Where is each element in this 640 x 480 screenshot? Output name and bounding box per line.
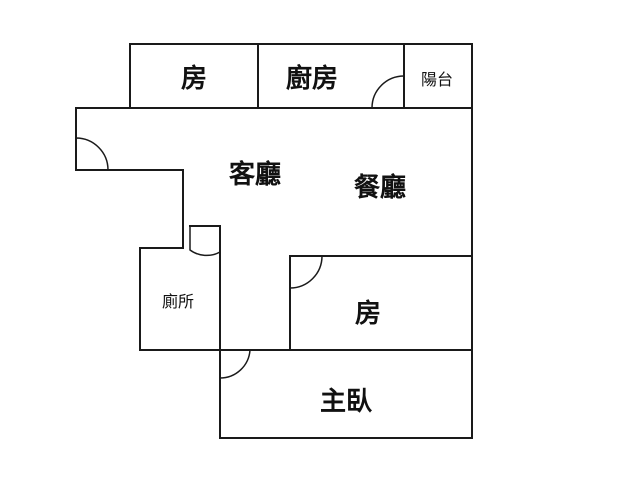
living-outline-west (75, 107, 221, 351)
room-label-bathroom: 廁所 (162, 292, 194, 311)
room-label-kitchen: 廚房 (286, 63, 338, 94)
room-label-dining-room: 餐廳 (354, 172, 406, 203)
walls (75, 43, 473, 439)
doors (75, 75, 405, 379)
door-swing-icon (189, 226, 221, 257)
door-swing-icon (289, 255, 323, 289)
door-swing-icon (219, 349, 251, 379)
room-label-bedroom-top: 房 (181, 64, 207, 94)
room-label-master-bedroom: 主臥 (320, 387, 373, 417)
door-swing-icon (75, 137, 109, 171)
room-label-balcony: 陽台 (421, 70, 453, 89)
room-labels: 房 廚房 陽台 客廳 餐廳 廁所 房 主臥 (162, 63, 453, 417)
room-label-bedroom-right: 房 (355, 299, 381, 329)
room-label-living-room: 客廳 (229, 159, 281, 190)
master-bedroom-walls (219, 349, 473, 439)
door-swing-icon (371, 75, 405, 109)
